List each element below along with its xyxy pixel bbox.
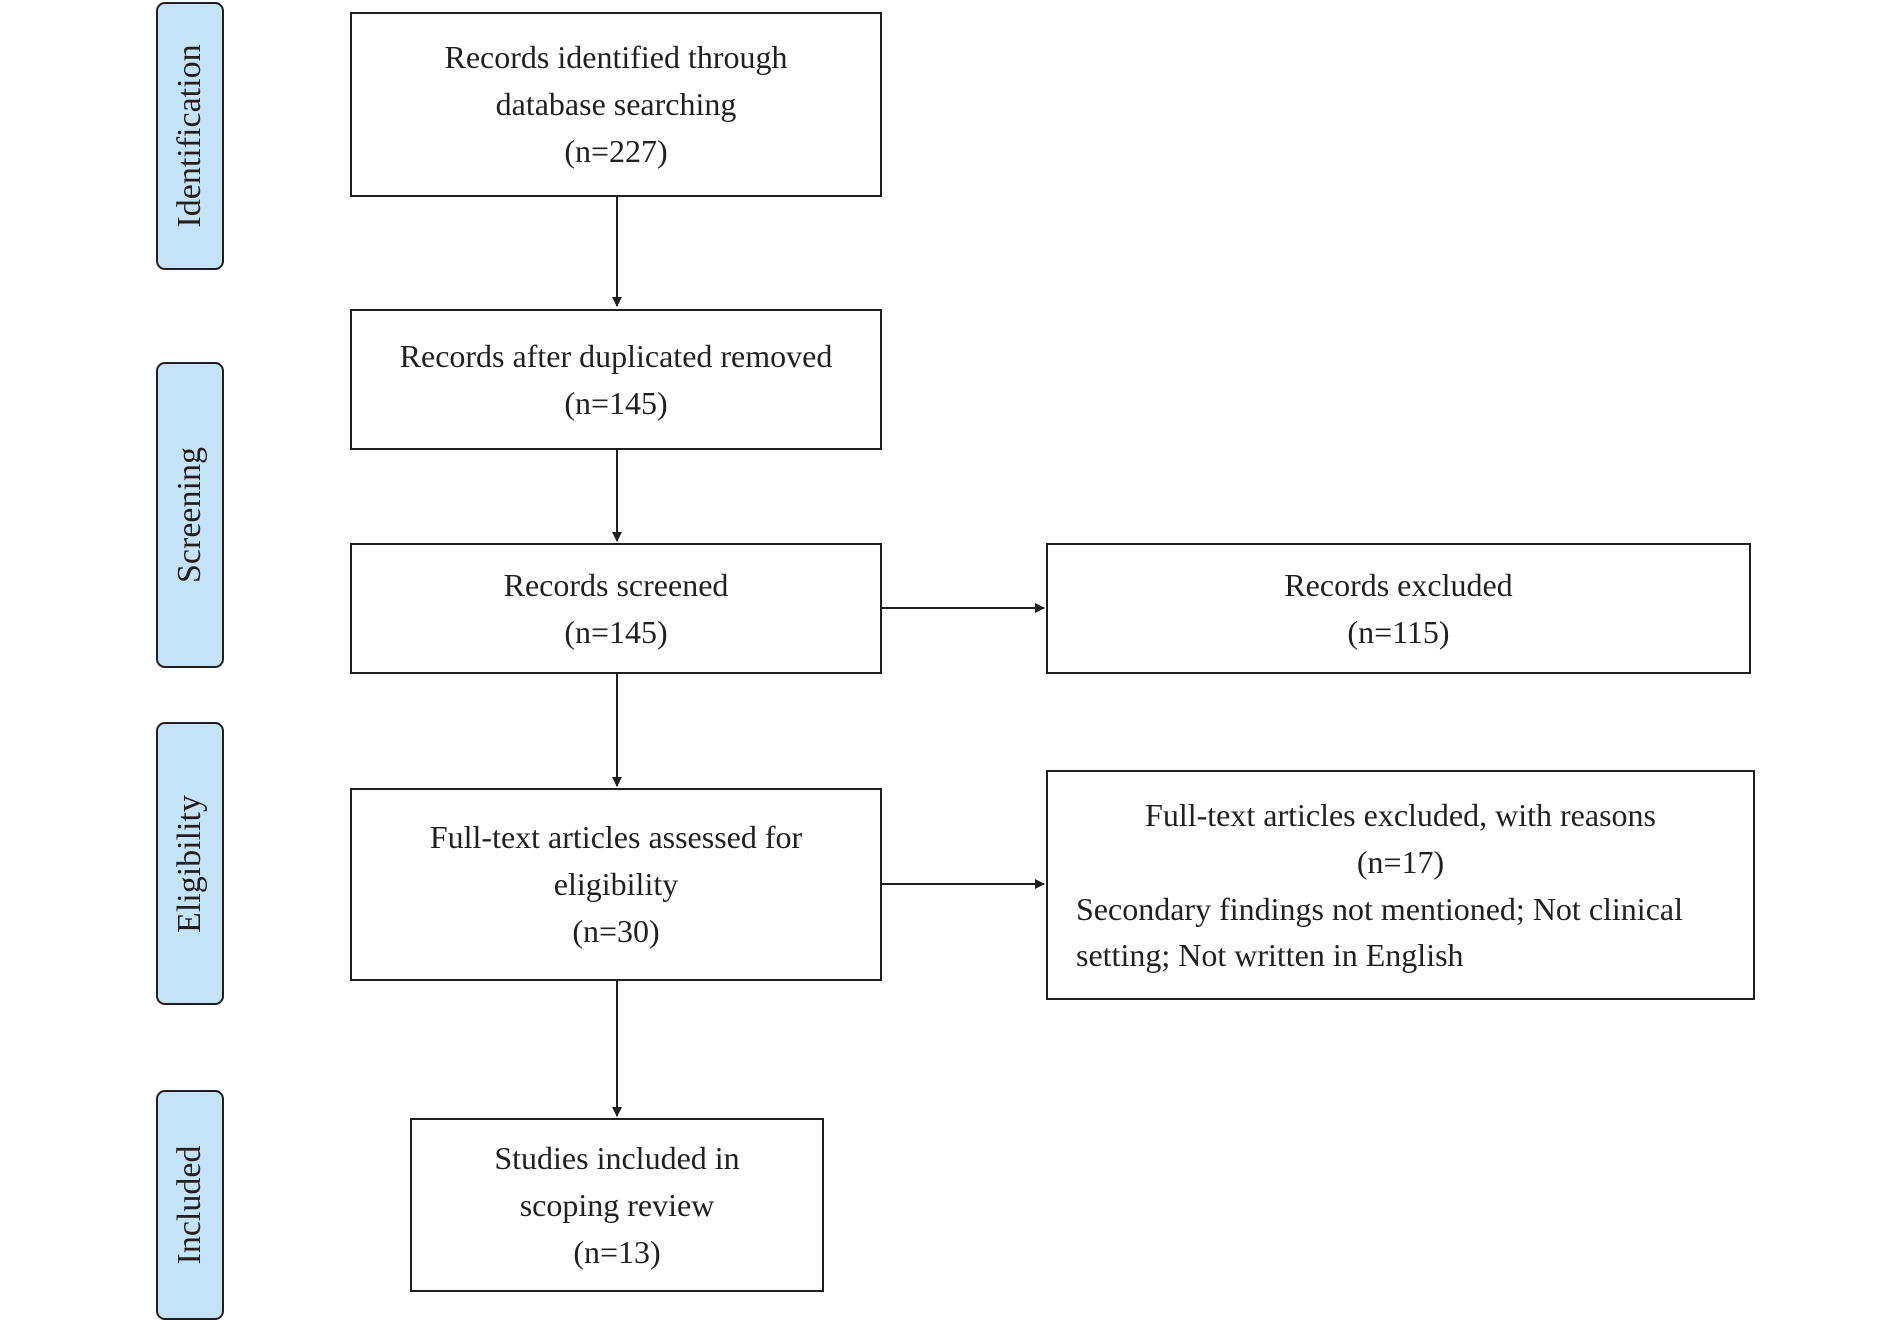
phase-screening: Screening	[156, 362, 224, 668]
fulltext-excluded-box: Full-text articles excluded, with reason…	[1046, 770, 1755, 1000]
records-deduplicated-text: Records after duplicated removed	[399, 337, 833, 374]
studies-included-count: (n=13)	[573, 1233, 661, 1270]
records-excluded-text: Records excluded	[1284, 566, 1513, 603]
records-deduplicated-count: (n=145)	[564, 384, 668, 421]
fulltext-excluded-text: Full-text articles excluded, with reason…	[1145, 797, 1656, 833]
records-identified-count: (n=227)	[564, 133, 668, 169]
records-screened-count: (n=145)	[564, 613, 668, 650]
phase-included: Included	[156, 1090, 224, 1320]
records-screened-box: Records screened (n=145)	[350, 543, 882, 674]
records-excluded-box: Records excluded (n=115)	[1046, 543, 1751, 674]
fulltext-excluded-count: (n=17)	[1356, 844, 1445, 880]
records-identified-text-1: Records identified through	[444, 39, 788, 75]
studies-included-text-1: Studies included in	[494, 1139, 740, 1176]
fulltext-assessed-box: Full-text articles assessed for eligibil…	[350, 788, 882, 981]
fulltext-excluded-reason-1: Secondary findings not mentioned; Not cl…	[1076, 891, 1683, 927]
fulltext-excluded-reason-2: setting; Not written in English	[1076, 937, 1464, 973]
studies-included-box: Studies included in scoping review (n=13…	[410, 1118, 824, 1292]
records-identified-box: Records identified through database sear…	[350, 12, 882, 197]
studies-included-text-2: scoping review	[519, 1186, 715, 1223]
records-deduplicated-box: Records after duplicated removed (n=145)	[350, 309, 882, 450]
phase-identification: Identification	[156, 2, 224, 270]
fulltext-assessed-text-2: eligibility	[553, 866, 679, 902]
records-screened-text: Records screened	[503, 566, 729, 603]
records-excluded-count: (n=115)	[1347, 613, 1450, 650]
fulltext-assessed-text-1: Full-text articles assessed for	[429, 819, 803, 855]
records-identified-text-2: database searching	[495, 86, 737, 122]
fulltext-assessed-count: (n=30)	[572, 913, 660, 949]
phase-eligibility: Eligibility	[156, 722, 224, 1005]
